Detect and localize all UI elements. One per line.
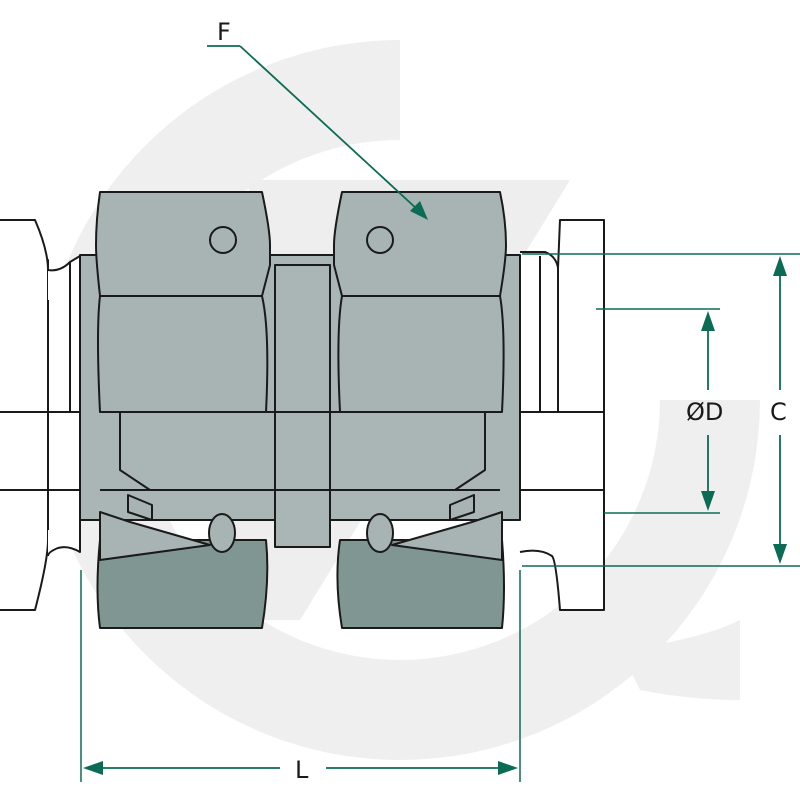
dimension-l: L [80,570,521,784]
dimension-bore: ØD [596,308,723,514]
right-nut [333,191,507,629]
left-nut-hole [209,226,237,254]
label-f: F [217,18,231,46]
label-c: C [770,398,787,426]
dimension-c: C [522,253,800,567]
right-oring [366,513,394,553]
left-oring [208,513,236,553]
left-tube-end [0,219,100,611]
leader-f: F [207,18,428,220]
right-nut-hole [366,226,394,254]
left-nut [95,191,271,629]
right-tube-end [519,219,605,611]
label-bore-diameter: ØD [686,398,723,426]
label-l: L [295,756,309,784]
